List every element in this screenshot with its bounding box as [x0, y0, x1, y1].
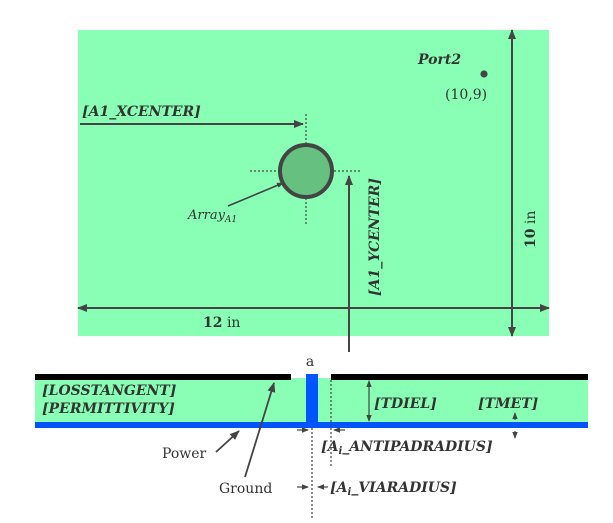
y-center-param: [A1_YCENTER] — [367, 178, 383, 296]
width-dimension-label: 12 in — [203, 315, 240, 331]
width-value: 12 — [203, 315, 222, 331]
width-unit: in — [227, 315, 241, 331]
permittivity-label: [PERMITTIVITY] — [42, 401, 175, 417]
via-label-rest: _VIARADIUS] — [351, 480, 457, 496]
antipad-label-prefix: [A — [321, 439, 339, 455]
ground-arrow — [244, 382, 276, 478]
array-label-main: Array — [187, 208, 226, 223]
power-arrow — [215, 430, 240, 453]
port-marker — [480, 70, 488, 78]
height-dimension-label: 10 in — [523, 211, 539, 248]
top-metal-left — [35, 374, 291, 380]
port-coordinate: (10,9) — [445, 87, 487, 103]
tdiel-label: [TDIEL] — [374, 396, 437, 412]
height-value: 10 — [523, 228, 539, 248]
via-label-sub: i — [348, 487, 352, 498]
loss-tangent-label: [LOSSTANGENT] — [42, 383, 177, 399]
cross-section-title: a — [306, 354, 314, 370]
height-unit: in — [523, 211, 539, 225]
top-metal-right — [331, 374, 588, 380]
port-label: Port2 — [417, 52, 461, 68]
antipad-label-sub: i — [339, 446, 343, 457]
via-barrel — [306, 374, 318, 424]
tmet-label: [TMET] — [478, 396, 539, 412]
cross-section: a [LOSSTANGENT] [PERMITTIVITY] [TDIEL] [… — [35, 354, 588, 520]
x-center-param: [A1_XCENTER] — [82, 104, 201, 120]
ground-label: Ground — [219, 481, 272, 497]
top-view: Port2 (10,9) [A1_XCENTER] ArrayA1 [A1_YC… — [77, 29, 550, 352]
via-label-prefix: [A — [330, 480, 348, 496]
antipad-radius-label: [Ai_ANTIPADRADIUS] — [321, 439, 493, 457]
antipad-label-rest: _ANTIPADRADIUS] — [342, 439, 493, 455]
bottom-metal-layer — [35, 422, 588, 428]
array-label-sub: A1 — [224, 215, 237, 225]
via-radius-label: [Ai_VIARADIUS] — [330, 480, 457, 498]
power-label: Power — [162, 446, 207, 462]
via-array-circle — [278, 143, 334, 199]
array-pointer-arrow — [227, 182, 284, 207]
array-label: ArrayA1 — [187, 208, 237, 225]
